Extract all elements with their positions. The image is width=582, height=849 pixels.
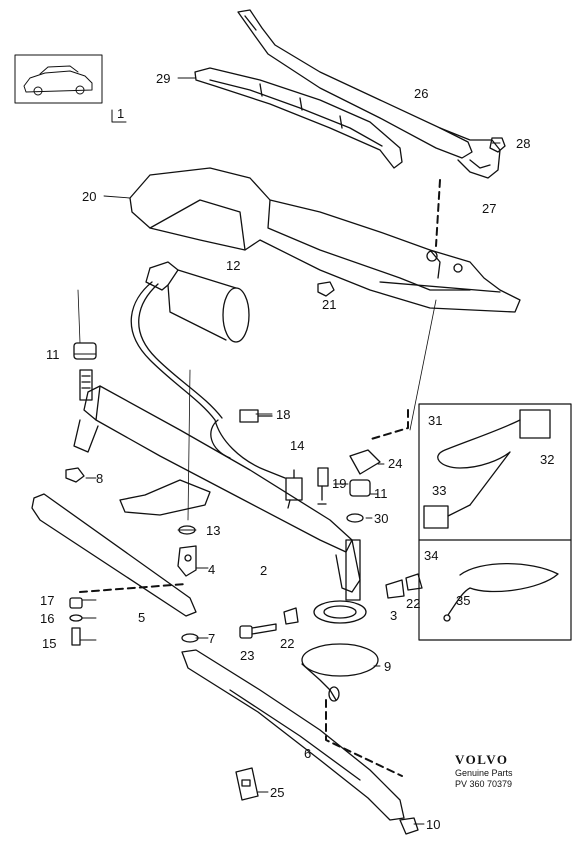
cable-9 bbox=[301, 643, 379, 702]
callout-27: 27 bbox=[482, 201, 496, 216]
wiper-arm bbox=[237, 9, 501, 179]
callout-4: 4 bbox=[208, 562, 215, 577]
callout-15: 15 bbox=[42, 636, 56, 651]
callout-17: 17 bbox=[40, 593, 54, 608]
callout-5: 5 bbox=[138, 610, 145, 625]
callout-11-left: 11 bbox=[46, 347, 60, 362]
callout-20: 20 bbox=[82, 189, 96, 204]
reference-lines bbox=[77, 289, 437, 521]
callout-2: 2 bbox=[260, 563, 267, 578]
callout-23: 23 bbox=[240, 648, 254, 663]
crank-4 bbox=[177, 545, 197, 577]
fuse-holder-19 bbox=[317, 467, 329, 505]
linkage-frame bbox=[83, 385, 361, 593]
connector-18 bbox=[210, 409, 273, 459]
callout-30: 30 bbox=[374, 511, 388, 526]
assembly-lines bbox=[79, 179, 441, 777]
nut-28 bbox=[489, 137, 506, 153]
brand-block: VOLVO Genuine Parts PV 360 70379 bbox=[455, 752, 535, 790]
callout-12: 12 bbox=[226, 258, 240, 273]
callout-14: 14 bbox=[290, 438, 304, 453]
washer-8 bbox=[65, 467, 85, 483]
fastener-stack bbox=[69, 597, 83, 646]
link-rod-6 bbox=[181, 649, 405, 821]
callout-28: 28 bbox=[516, 136, 530, 151]
callout-16: 16 bbox=[40, 611, 54, 626]
callout-7: 7 bbox=[208, 631, 215, 646]
callout-29: 29 bbox=[156, 71, 170, 86]
callout-6: 6 bbox=[304, 746, 311, 761]
leader-lines bbox=[73, 77, 501, 825]
callout-22-right: 22 bbox=[406, 596, 420, 611]
bush-22-left bbox=[283, 607, 299, 625]
grommet-21 bbox=[317, 281, 335, 297]
callout-31: 31 bbox=[428, 413, 442, 428]
callout-24: 24 bbox=[388, 456, 402, 471]
bush-3 bbox=[385, 579, 405, 599]
callout-21: 21 bbox=[322, 297, 336, 312]
callout-33: 33 bbox=[432, 483, 446, 498]
brand-code: PV 360 70379 bbox=[455, 779, 513, 789]
wiper-motor bbox=[145, 261, 250, 343]
callout-26: 26 bbox=[414, 86, 428, 101]
bush-11-right bbox=[349, 479, 371, 497]
callout-3: 3 bbox=[390, 608, 397, 623]
callout-13: 13 bbox=[206, 523, 220, 538]
volvo-logo: VOLVO bbox=[455, 752, 509, 767]
connector-14 bbox=[285, 469, 303, 509]
brand-caption: Genuine Parts bbox=[455, 768, 513, 778]
callout-19: 19 bbox=[332, 476, 346, 491]
callout-32: 32 bbox=[540, 452, 554, 467]
pivot-left bbox=[73, 369, 99, 453]
spindle bbox=[313, 539, 367, 624]
callout-9: 9 bbox=[384, 659, 391, 674]
wiper-blade bbox=[194, 67, 403, 169]
clip-25 bbox=[235, 767, 259, 801]
bracket-24 bbox=[349, 449, 381, 475]
callout-25: 25 bbox=[270, 785, 284, 800]
callout-1: 1 bbox=[117, 106, 124, 121]
callout-34: 34 bbox=[424, 548, 438, 563]
callout-10: 10 bbox=[426, 817, 440, 832]
callout-labels: 1 2 3 4 5 6 7 8 9 10 11 11 12 13 15 14 1… bbox=[40, 71, 554, 832]
electrical-parts-box bbox=[418, 403, 572, 641]
callout-22-left: 22 bbox=[280, 636, 294, 651]
bush-22-right bbox=[405, 573, 423, 591]
callout-35: 35 bbox=[456, 593, 470, 608]
callout-11-right: 11 bbox=[374, 486, 388, 501]
motor-cable bbox=[130, 281, 286, 479]
bush-11-left bbox=[73, 342, 97, 360]
link-rod-5 bbox=[31, 493, 197, 617]
bolt-23 bbox=[239, 623, 277, 639]
washer-30 bbox=[346, 513, 364, 523]
callout-18: 18 bbox=[276, 407, 290, 422]
callout-8: 8 bbox=[96, 471, 103, 486]
nut-10 bbox=[399, 817, 419, 835]
car-thumbnail bbox=[14, 54, 103, 104]
cowl-cover bbox=[129, 167, 521, 313]
